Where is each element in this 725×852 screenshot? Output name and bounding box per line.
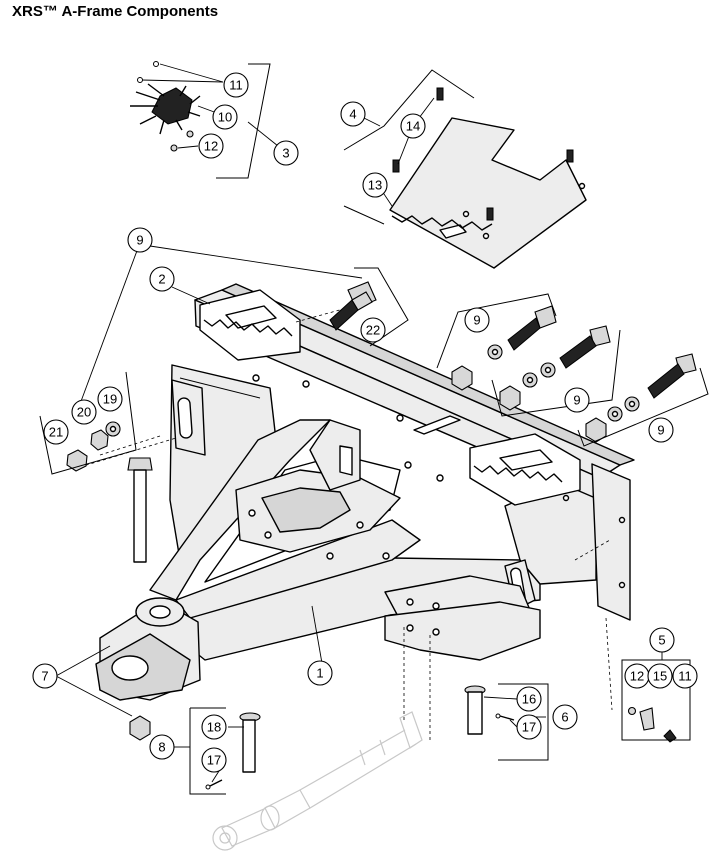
callout-20: 20: [71, 399, 97, 425]
callout-19: 19: [97, 386, 123, 412]
svg-text:11: 11: [678, 669, 692, 684]
svg-text:10: 10: [218, 110, 232, 125]
callout-21: 21: [43, 419, 69, 445]
callout-9-top: 9: [127, 227, 153, 253]
callout-15: 15: [647, 663, 673, 689]
svg-text:13: 13: [368, 178, 382, 193]
pin-18: [205, 712, 261, 790]
cover-plate: [389, 87, 587, 269]
svg-text:22: 22: [366, 323, 380, 338]
callout-12-top: 12: [198, 133, 224, 159]
callout-12-right: 12: [624, 663, 650, 689]
svg-text:17: 17: [522, 720, 536, 735]
callout-7: 7: [32, 663, 58, 689]
callout-17-left: 17: [201, 747, 227, 773]
svg-text:7: 7: [41, 669, 48, 684]
long-pin: [127, 457, 153, 741]
svg-text:15: 15: [653, 669, 667, 684]
svg-text:12: 12: [630, 669, 644, 684]
svg-text:19: 19: [103, 392, 117, 407]
nut-washer-set: [66, 421, 121, 472]
cross-bar: [194, 283, 635, 621]
svg-text:9: 9: [657, 423, 664, 438]
diagram-title: XRS™ A-Frame Components: [12, 3, 219, 20]
hydraulic-cylinder-ghost: [212, 711, 423, 851]
svg-text:3: 3: [282, 146, 289, 161]
svg-text:1: 1: [316, 666, 323, 681]
callout-6: 6: [552, 704, 578, 730]
svg-text:8: 8: [158, 740, 165, 755]
callout-4: 4: [340, 101, 366, 127]
svg-text:20: 20: [77, 405, 91, 420]
svg-text:12: 12: [204, 139, 218, 154]
svg-text:14: 14: [406, 119, 420, 134]
svg-text:16: 16: [522, 692, 536, 707]
svg-text:9: 9: [573, 393, 580, 408]
callout-17-right: 17: [516, 714, 542, 740]
callout-8: 8: [149, 734, 175, 760]
svg-text:18: 18: [207, 720, 221, 735]
callout-11-right: 11: [672, 663, 698, 689]
callout-2: 2: [149, 266, 175, 292]
bolt-set-9a: [451, 305, 557, 391]
callout-9-far-right: 9: [648, 417, 674, 443]
callout-5: 5: [649, 627, 675, 653]
pin-16: [464, 685, 515, 735]
callout-brackets: [39, 63, 709, 795]
svg-text:11: 11: [229, 78, 243, 93]
callout-16: 16: [516, 686, 542, 712]
svg-text:5: 5: [658, 633, 665, 648]
svg-text:21: 21: [49, 425, 63, 440]
a-frame-weldment: [95, 364, 597, 701]
svg-text:6: 6: [561, 710, 568, 725]
callout-9-mid: 9: [464, 307, 490, 333]
callout-10: 10: [212, 104, 238, 130]
bolt-22: [329, 281, 377, 331]
callout-11-top: 11: [223, 72, 249, 98]
svg-text:4: 4: [349, 107, 356, 122]
bolt-set-9b: [499, 325, 611, 411]
callout-22: 22: [360, 317, 386, 343]
svg-text:17: 17: [207, 753, 221, 768]
svg-text:9: 9: [136, 233, 143, 248]
callout-14: 14: [400, 113, 426, 139]
callout-13: 13: [362, 172, 388, 198]
svg-text:9: 9: [473, 313, 480, 328]
callout-9-right: 9: [564, 387, 590, 413]
callout-3: 3: [273, 140, 299, 166]
hardware-set-5: [627, 706, 677, 743]
callout-18: 18: [201, 714, 227, 740]
bolt-set-9c: [585, 353, 697, 443]
decal-star: [130, 61, 201, 152]
svg-text:2: 2: [158, 272, 165, 287]
callout-1: 1: [307, 660, 333, 686]
